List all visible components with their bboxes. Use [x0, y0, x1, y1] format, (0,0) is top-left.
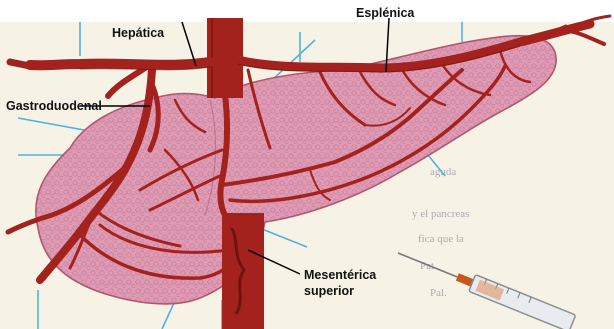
top-white-band [0, 0, 614, 22]
label-superior: superior [304, 284, 354, 298]
bg-text-4: fica que la [418, 233, 464, 245]
label-esplenica: Esplénica [356, 6, 415, 20]
bg-text-2: aguda [430, 166, 456, 178]
bg-text-3: y el pancreas [412, 208, 469, 220]
label-mesenterica: Mesentérica [304, 268, 377, 282]
label-gastroduodenal: Gastroduodenal [6, 99, 102, 113]
bg-text-6: Pal. [430, 287, 447, 299]
label-hepatica: Hepática [112, 26, 165, 40]
